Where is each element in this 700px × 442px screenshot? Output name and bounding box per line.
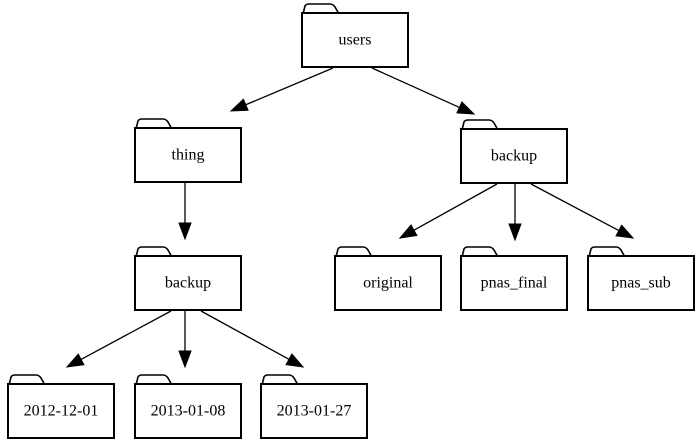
arrow-line xyxy=(413,183,498,231)
folder-body xyxy=(460,128,568,184)
folder-label: 2013-01-27 xyxy=(277,403,352,420)
folder-node-users: users xyxy=(301,3,409,68)
folder-icon xyxy=(135,246,173,258)
folder-node-pnas-final: pnas_final xyxy=(460,246,568,311)
folder-icon xyxy=(461,246,499,258)
arrow-head-icon xyxy=(456,101,476,115)
folder-node-backup-left: backup xyxy=(134,246,242,311)
folder-body xyxy=(134,255,242,311)
folder-label: thing xyxy=(172,147,205,164)
edge-backup-right-to-pnas-final xyxy=(508,184,522,242)
folder-label: backup xyxy=(491,148,537,165)
folder-body xyxy=(334,255,442,311)
folder-node-d20130127: 2013-01-27 xyxy=(260,374,368,439)
folder-label: 2012-12-01 xyxy=(24,403,99,420)
folder-label: pnas_sub xyxy=(611,275,671,292)
folder-body xyxy=(301,12,409,68)
edge-backup-left-to-d20130108 xyxy=(178,311,192,369)
arrow-head-icon xyxy=(285,353,305,368)
edge-backup-right-to-original xyxy=(398,183,498,239)
edge-users-to-backup-right xyxy=(371,67,476,115)
folder-icon xyxy=(135,118,173,130)
nodes-layer: users thing backup backup original pnas_final… xyxy=(7,3,695,439)
folder-icon xyxy=(8,374,46,386)
arrow-head-icon xyxy=(229,98,249,112)
edge-users-to-thing xyxy=(229,67,334,112)
folder-icon xyxy=(302,3,340,15)
folder-label: backup xyxy=(165,275,211,292)
folder-label: 2013-01-08 xyxy=(151,403,226,420)
arrow-line xyxy=(371,67,460,109)
folder-body xyxy=(134,127,242,183)
folder-node-thing: thing xyxy=(134,118,242,183)
edge-backup-right-to-pnas-sub xyxy=(530,183,635,239)
folder-icon xyxy=(261,374,299,386)
folder-body xyxy=(587,255,695,311)
folder-node-pnas-sub: pnas_sub xyxy=(587,246,695,311)
folder-icon xyxy=(461,119,499,131)
folder-icon xyxy=(135,374,173,386)
folder-node-backup-right: backup xyxy=(460,119,568,184)
edge-thing-to-backup-left xyxy=(178,183,192,241)
arrow-line xyxy=(80,310,172,360)
arrow-head-icon xyxy=(178,350,192,369)
arrow-head-icon xyxy=(615,224,635,239)
folder-node-original: original xyxy=(334,246,442,311)
arrow-line xyxy=(245,67,334,106)
edges-layer xyxy=(65,67,635,369)
folder-node-d20121201: 2012-12-01 xyxy=(7,374,115,439)
folder-icon xyxy=(335,246,373,258)
folder-label: users xyxy=(339,32,372,49)
folder-label: original xyxy=(363,275,413,292)
arrow-head-icon xyxy=(65,353,85,368)
arrow-line xyxy=(530,183,620,232)
folder-body xyxy=(260,383,368,439)
arrow-head-icon xyxy=(508,223,522,242)
folder-node-d20130108: 2013-01-08 xyxy=(134,374,242,439)
edge-backup-left-to-d20121201 xyxy=(65,310,172,368)
arrow-head-icon xyxy=(178,222,192,241)
folder-icon xyxy=(588,246,626,258)
edge-backup-left-to-d20130127 xyxy=(200,310,305,368)
folder-label: pnas_final xyxy=(481,275,548,292)
folder-body xyxy=(7,383,115,439)
folder-body xyxy=(134,383,242,439)
folder-body xyxy=(460,255,568,311)
arrow-head-icon xyxy=(398,224,418,239)
arrow-line xyxy=(200,310,290,360)
